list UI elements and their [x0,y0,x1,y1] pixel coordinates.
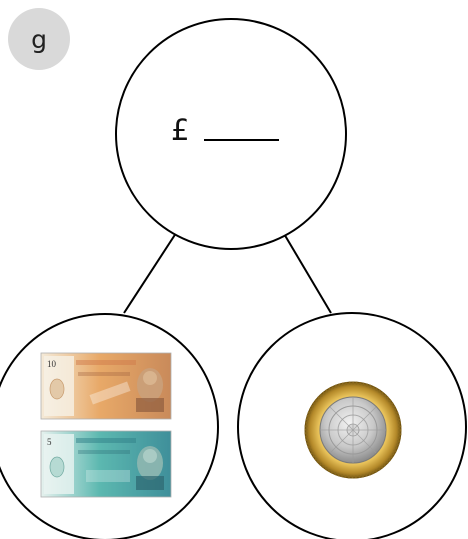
connector-right [280,227,331,313]
two-pound-coin-image [305,382,401,478]
whole-circle: £ [116,19,346,249]
five-pound-note-image: 5 [41,431,171,497]
part-circle-right [238,313,466,539]
part-circle-left-outline [0,314,218,539]
whole-circle-outline [116,19,346,249]
question-badge: g [8,8,70,70]
five-note-denomination: 5 [47,437,52,447]
ten-note-denomination: 10 [47,359,57,369]
connector-left [124,227,180,313]
question-label: g [31,25,47,54]
part-circle-left: 10 5 [0,314,218,539]
ten-pound-note-image: 10 [41,353,171,419]
currency-symbol: £ [171,113,189,147]
